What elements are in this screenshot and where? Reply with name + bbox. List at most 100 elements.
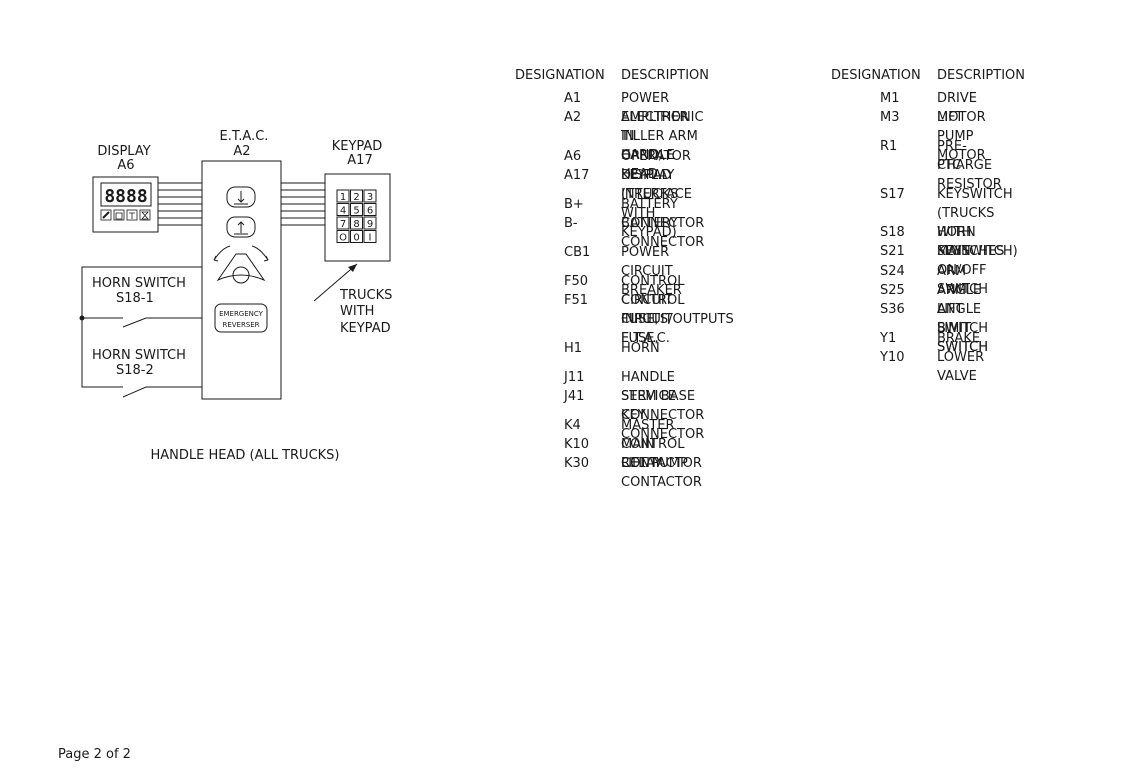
emergency-label-1: EMERGENCY [219, 310, 264, 318]
legend-code: B+ [564, 197, 584, 212]
keypad-key [350, 203, 363, 216]
legend-description: ARM ANGLE A SWITCH [937, 264, 988, 336]
horn-switch-circuit [79, 266, 202, 398]
trucks-note-line2: WITH [340, 304, 374, 319]
handle-head-diagram: DISPLAY A6 8888 E.T.A.C. A2 EMERGENC [79, 129, 392, 463]
diagram-caption: HANDLE HEAD (ALL TRUCKS) [150, 448, 339, 463]
legend-description: HANDLE STEM BASE CONNECTOR [621, 370, 705, 423]
legend-description: PTC RESISTOR [937, 158, 1002, 192]
display-screen [100, 182, 152, 207]
legend-code: CB1 [564, 245, 591, 260]
legend-code: A1 [564, 91, 582, 106]
trucks-note-arrowhead [348, 264, 357, 272]
legend-code: S36 [880, 302, 905, 317]
legend-description: KEYSWITCH [937, 187, 1013, 202]
display-digits: 8888 [104, 186, 147, 207]
battery-icon [113, 209, 125, 221]
legend-code: A2 [564, 110, 582, 125]
wrench-icon [100, 209, 112, 221]
legend-description: CONTROL CIRCUIT FUSE, E.T.A.C. [621, 274, 685, 346]
legend-code: K30 [564, 456, 590, 471]
keypad-key [336, 216, 350, 230]
legend-description: MAIN CONTACTOR [621, 437, 702, 471]
legend-description: MASTER CONTROL RELAY [621, 418, 685, 471]
display-icon-row [100, 209, 151, 221]
legend-code: S21 [880, 244, 905, 259]
legend-right-header-designation: DESIGNATION [831, 68, 921, 83]
legend-right-header-description: DESCRIPTION [937, 68, 1025, 83]
legend-code: K4 [564, 418, 581, 433]
trucks-note-line3: KEYPAD [340, 321, 391, 336]
trucks-note-line1: TRUCKS [339, 288, 392, 303]
legend-description: CONTROL CIRCUIT FUSE, [621, 293, 685, 346]
legend-code: Y10 [880, 350, 905, 365]
emergency-label-2: REVERSER [222, 321, 259, 329]
legend-code: Y1 [880, 331, 897, 346]
legend-description: KEYPAD (TRUCKS WITH KEYPAD) [621, 168, 679, 240]
legend-description: LOWER VALVE [937, 350, 985, 384]
keypad-key-label: O [339, 233, 347, 244]
keypad-wires [281, 182, 325, 226]
legend-code: F50 [564, 274, 589, 289]
legend-code: J41 [564, 389, 585, 404]
legend-code: H1 [564, 341, 583, 356]
throttle-butterfly-icon [213, 245, 269, 284]
legend-description: MAIN ON/OFF SWITCH [937, 244, 988, 297]
legend-code: M1 [880, 91, 900, 106]
horn-switch-1-label: HORN SWITCH [92, 276, 186, 291]
keypad-key [336, 189, 350, 203]
legend-description: POWER CIRCUIT BREAKER [621, 245, 682, 298]
keypad-key [336, 230, 350, 243]
legend-code: A6 [564, 149, 582, 164]
legend-description: ELECTRONIC TILLER ARM CARD, [621, 110, 704, 163]
legend-description: IN HANDLE HEAD [621, 129, 675, 182]
trucks-note-leader [313, 263, 358, 302]
lift-icon [126, 209, 138, 221]
legend-description: BRAKE [937, 331, 981, 346]
keypad-key [363, 216, 377, 230]
keypad-key-label: 7 [340, 219, 346, 230]
keypad-key-label: 3 [367, 192, 373, 203]
legend-description: INPUTS/OUTPUTS [621, 312, 734, 327]
legend-description: OPERATOR DISPLAY INTERFACE [621, 149, 692, 202]
etac-title: E.T.A.C. [220, 129, 269, 144]
keypad-title: KEYPAD [332, 139, 383, 154]
legend-description: LIFT PUMP MOTOR [937, 110, 986, 163]
legend-code: M3 [880, 110, 900, 125]
keypad-key [350, 216, 363, 230]
legend-description: DRIVE MOTOR [937, 91, 986, 125]
legend-description: LIFT LIMIT SWITCH [937, 302, 988, 355]
legend-description: (TRUCKS WITH KEYSWITCH) [937, 206, 1018, 259]
keypad-key [363, 230, 377, 243]
page-number: Page 2 of 2 [58, 747, 131, 762]
keypad-key-label: 9 [367, 219, 373, 230]
raise-fork-button-icon [226, 216, 256, 238]
horn-switch-2-label: HORN SWITCH [92, 348, 186, 363]
etac-code: A2 [233, 144, 250, 159]
legend-description: HORN [621, 341, 660, 356]
legend-code: A17 [564, 168, 590, 183]
horn-switch-1-code: S18-1 [116, 291, 154, 306]
keypad-key [363, 203, 377, 216]
keypad-key [350, 189, 363, 203]
legend-code: S25 [880, 283, 905, 298]
legend-code: F51 [564, 293, 589, 308]
legend-description: ARM ANGLE B SWITCH [937, 283, 988, 355]
legend-description: BATTERY CONNECTOR [621, 216, 705, 250]
keypad-key-label: 6 [367, 206, 373, 217]
keypad-key [336, 203, 350, 216]
keypad-key-label: 1 [340, 192, 346, 203]
legend-description: SERVICE KEY CONNECTOR [621, 389, 705, 442]
lower-fork-button-icon [226, 186, 256, 208]
display-wires [158, 182, 202, 226]
legend-left-header-description: DESCRIPTION [621, 68, 709, 83]
legend-code: S17 [880, 187, 905, 202]
legend-code: K10 [564, 437, 590, 452]
keypad-key [350, 230, 363, 243]
keypad-key-label: 2 [353, 192, 359, 203]
etac-box [201, 160, 282, 400]
keypad-key [363, 189, 377, 203]
legend-description: POWER AMPLIFIER [621, 91, 689, 125]
legend-description: HORN SWITCHES [937, 225, 1005, 259]
